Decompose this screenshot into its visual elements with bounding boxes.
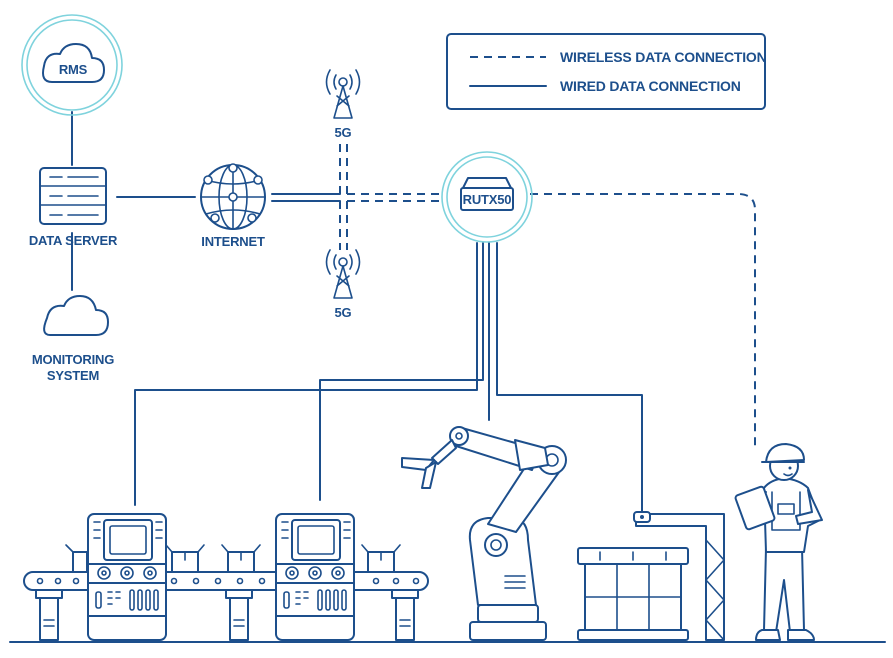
legend-wired-label: WIRED DATA CONNECTION — [560, 78, 741, 94]
tablet-icon — [734, 485, 776, 531]
rms-halo-inner — [26, 19, 118, 111]
tower-bottom-node: 5G — [325, 249, 361, 320]
box-icon — [221, 544, 261, 573]
robotic-arm — [401, 426, 567, 641]
globe-icon — [200, 163, 266, 230]
pallet-rack — [577, 547, 689, 641]
router-to-machine1-line — [134, 242, 478, 506]
wireless-connections — [339, 143, 756, 450]
router-to-machine2-line — [319, 242, 484, 501]
monitoring-label-line2: SYSTEM — [47, 368, 99, 383]
internet-label: INTERNET — [201, 234, 265, 249]
router-label: RUTX50 — [463, 192, 512, 207]
router-halo-outer — [441, 151, 533, 243]
server-icon — [39, 167, 107, 225]
rms-halo-outer — [21, 14, 123, 116]
tower-top-label: 5G — [335, 125, 352, 140]
rms-cloud-icon — [42, 43, 105, 83]
router-halo-inner — [446, 156, 528, 238]
rms-label: RMS — [59, 62, 88, 77]
legend: WIRELESS DATA CONNECTION WIRED DATA CONN… — [446, 33, 767, 110]
router-node: RUTX50 — [441, 151, 533, 243]
monitoring-cloud-icon — [43, 295, 109, 336]
box-icon — [361, 544, 401, 573]
monitoring-node: MONITORING SYSTEM — [32, 295, 114, 383]
data-server-label: DATA SERVER — [29, 233, 118, 248]
tower-top-node: 5G — [325, 69, 361, 140]
cnc-machine-2 — [275, 513, 355, 641]
monitoring-label-line1: MONITORING — [32, 352, 114, 367]
cnc-machine-1 — [87, 513, 167, 641]
cell-tower-icon — [325, 249, 361, 299]
camera-gantry — [633, 511, 725, 641]
router-icon — [460, 177, 514, 211]
router-to-camera-line — [496, 242, 643, 516]
wired-connections — [71, 111, 643, 516]
worker-with-tablet — [734, 443, 823, 641]
internet-node: INTERNET — [200, 163, 266, 249]
rms-node: RMS — [21, 14, 123, 116]
box-icon — [165, 544, 205, 573]
factory-floor — [9, 426, 886, 643]
data-server-node: DATA SERVER — [29, 167, 118, 248]
cell-tower-icon — [325, 69, 361, 119]
conveyor-belt — [23, 571, 429, 641]
tower-bottom-label: 5G — [335, 305, 352, 320]
legend-box — [446, 33, 766, 110]
legend-wireless-label: WIRELESS DATA CONNECTION — [560, 49, 767, 65]
